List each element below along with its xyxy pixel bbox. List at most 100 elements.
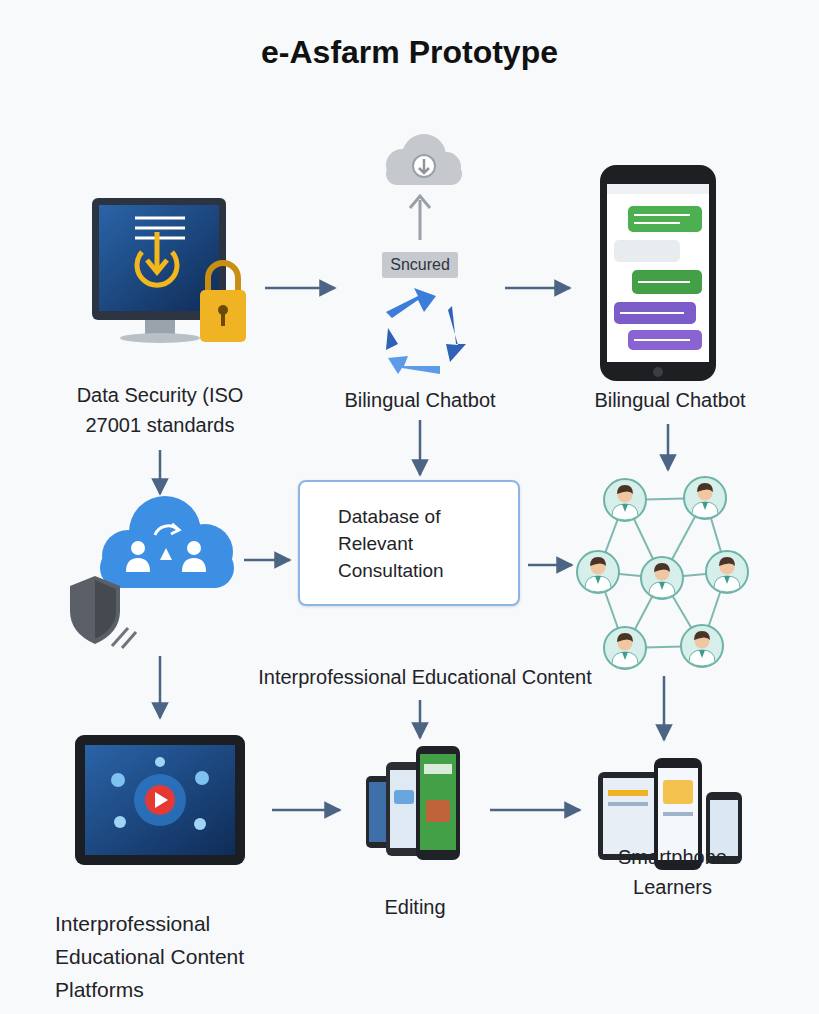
editing-phones-icon-part: [424, 764, 452, 774]
cloud-download-icon-part: [410, 196, 430, 208]
flow-arrow: [265, 287, 335, 290]
layout-arrows-part: [663, 676, 666, 740]
cloud-download-icon-part: [423, 159, 426, 172]
layout-arrows-part: [667, 424, 670, 470]
monitor-icon-part: [135, 227, 185, 230]
phone-chat-icon-part: [628, 330, 702, 350]
editing-phones-icon: [366, 746, 460, 860]
phone-chat-icon-part: [600, 165, 716, 381]
padlock-icon-part: [200, 290, 246, 342]
recycle-arrows-icon-part: [386, 328, 398, 350]
secure-cloud-icon-part: [131, 541, 145, 555]
padlock-icon-part: [208, 263, 238, 292]
node-label: Smartphone Learners: [585, 842, 760, 902]
secure-cloud-icon-part: [171, 524, 179, 534]
shield-icon: [70, 576, 136, 648]
editing-phones-icon-part: [394, 790, 414, 804]
editing-phones-icon-part: [390, 770, 418, 848]
cloud-download-icon: [386, 134, 462, 240]
recycle-arrows-icon-part: [388, 356, 440, 374]
phone-chat-icon: [600, 165, 716, 381]
padlock-icon: [200, 263, 246, 342]
phone-chat-icon-part: [634, 222, 680, 224]
video-tablet-icon-part: [85, 745, 235, 855]
learner-devices-icon-part: [663, 812, 693, 816]
monitor-icon-part: [135, 237, 185, 240]
shield-icon-part: [95, 580, 116, 639]
flow-arrow: [505, 287, 570, 290]
layout-arrows-part: [528, 564, 572, 567]
shield-icon-part: [122, 632, 136, 648]
flow-arrow: [419, 420, 422, 475]
learner-devices-icon-part: [608, 790, 648, 796]
layout-arrows: [160, 424, 668, 740]
secure-cloud-icon-part: [100, 548, 234, 588]
monitor-icon-part: [147, 260, 167, 272]
platform-node: Interprofessional Educational Content Pl…: [55, 728, 267, 1006]
flow-arrow: [490, 809, 580, 812]
editing-phones-icon-part: [420, 754, 456, 850]
security-node: Data Security (ISO 27001 standards: [60, 195, 260, 440]
chatbot-phone-node: Bilingual Chatbot: [575, 160, 765, 415]
monitor-icon-part: [155, 232, 160, 268]
editing-phones-icon-part: [416, 746, 460, 860]
phone-chat-icon-part: [634, 339, 690, 341]
doctor-network: [577, 477, 748, 669]
editing-phones-icon-part: [426, 800, 450, 822]
node-label: Bilingual Chatbot: [575, 385, 765, 415]
editing-node: Editing: [345, 740, 485, 922]
phone-chat-icon-part: [632, 270, 702, 294]
section-label: Interprofessional Educational Content: [258, 664, 592, 690]
diagram-title: e-Asfarm Prototype: [0, 34, 819, 71]
layout-arrows-part: [159, 656, 162, 718]
learner-devices-icon-part: [663, 780, 693, 804]
recycle-arrows-icon-part: [386, 288, 436, 318]
phone-chat-icon-part: [628, 206, 702, 232]
doctor-network-part: [604, 479, 646, 521]
node-label: Database of Relevant Consultation: [338, 503, 466, 584]
cloud-download-icon-part: [419, 168, 429, 173]
node-label: Bilingual Chatbot: [340, 385, 500, 415]
video-tablet-icon-part: [111, 773, 125, 787]
secure-cloud-icon-part: [160, 548, 172, 560]
doctor-network-part: [706, 551, 748, 593]
chatbot-cloud-node: SncuredBilingual Chatbot: [340, 252, 500, 415]
doctor-network-part: [577, 551, 619, 593]
layout-arrows-part: [419, 700, 422, 738]
layout-arrows-part: [244, 559, 290, 562]
shield-icon-part: [70, 576, 120, 644]
phone-chat-icon-part: [638, 281, 690, 283]
flow-arrow: [272, 809, 340, 812]
secure-cloud-icon-part: [182, 558, 206, 572]
learner-devices-icon-part: [608, 802, 648, 806]
recycle-arrows-icon-part: [446, 306, 466, 362]
phone-chat-icon-part: [620, 312, 684, 314]
monitor-icon-part: [135, 217, 185, 220]
video-tablet-icon: [75, 735, 245, 865]
cloud-download-icon-part: [419, 200, 422, 240]
learners-node: Smartphone Learners: [585, 750, 760, 902]
video-tablet-icon-part: [155, 757, 165, 767]
monitor-icon-part: [120, 333, 200, 343]
phone-chat-icon-part: [607, 184, 709, 194]
secure-cloud-icon: [100, 496, 234, 588]
secure-cloud-icon-part: [126, 558, 150, 572]
cloud-download-icon-part: [413, 155, 435, 177]
video-tablet-icon-part: [75, 735, 245, 865]
doctor-network-part: [641, 557, 683, 599]
phone-chat-icon-part: [614, 302, 696, 324]
node-label: Data Security (ISO 27001 standards: [60, 380, 260, 440]
doctor-network-part: [684, 477, 726, 519]
secure-cloud-icon-part: [187, 541, 201, 555]
layout-arrows-part: [159, 450, 162, 494]
status-tag: Sncured: [382, 252, 458, 278]
video-tablet-icon-part: [145, 785, 175, 815]
doctor-network-part: [604, 627, 646, 669]
phone-chat-icon-part: [614, 240, 680, 262]
process-box: Database of Relevant Consultation: [298, 480, 520, 606]
recycle-arrows-icon: [386, 288, 466, 374]
video-tablet-icon-part: [114, 816, 126, 828]
learner-devices-icon-part: [603, 778, 655, 854]
phone-chat-icon-part: [653, 367, 663, 377]
padlock-icon-part: [221, 312, 225, 326]
